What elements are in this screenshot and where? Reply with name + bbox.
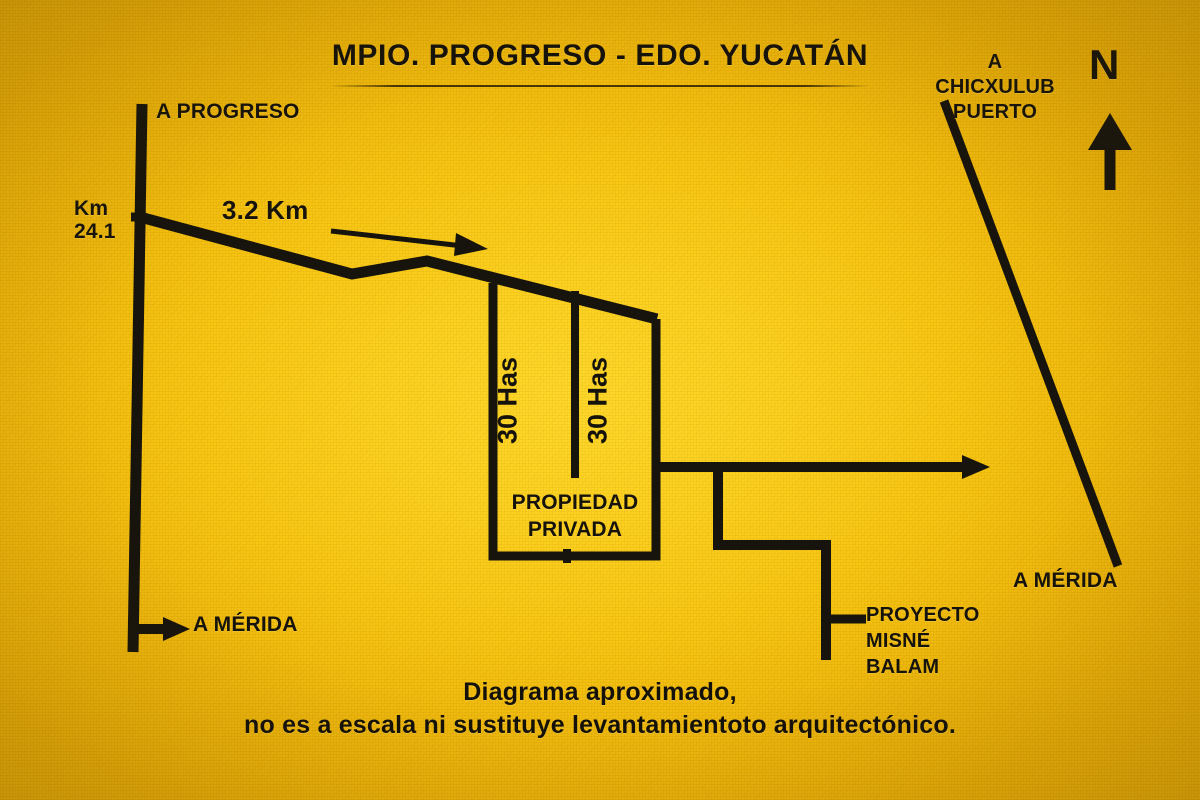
distance-arrow-shaft bbox=[330, 228, 473, 250]
road-progreso-merida bbox=[127, 103, 148, 653]
road-access-east-arrowhead bbox=[962, 455, 990, 479]
label-distance: 3.2 Km bbox=[222, 195, 309, 225]
north-arrow-head bbox=[1088, 113, 1132, 150]
road-branch-east bbox=[138, 211, 659, 325]
road-chicxulub-merida bbox=[939, 99, 1123, 568]
compass-north-label: N bbox=[1089, 41, 1120, 88]
label-to-progreso: A PROGRESO bbox=[156, 100, 300, 123]
label-propiedad-privada: PROPIEDAD PRIVADA bbox=[511, 491, 639, 542]
diagram-disclaimer: Diagrama aproximado, no es a escala ni s… bbox=[244, 678, 956, 739]
label-proyecto-misne-balam: PROYECTO MISNÉ BALAM bbox=[866, 604, 980, 678]
road-merida-bottom-left-arrowhead bbox=[163, 617, 190, 641]
label-km-marker: Km 24.1 bbox=[74, 197, 116, 243]
page-title: MPIO. PROGRESO - EDO. YUCATÁN bbox=[331, 39, 869, 72]
road-to-proyecto bbox=[713, 467, 831, 660]
title-divider bbox=[330, 85, 870, 87]
label-to-merida-southeast: A MÉRIDA bbox=[1013, 569, 1118, 592]
label-to-chicxulub: A CHICXULUB PUERTO bbox=[935, 51, 1055, 123]
label-to-merida-southwest: A MÉRIDA bbox=[193, 613, 298, 636]
distance-arrow-head bbox=[454, 233, 488, 256]
parcel-area-label: 30 Has bbox=[492, 356, 523, 445]
parcel-area-label: 30 Has bbox=[582, 356, 613, 445]
